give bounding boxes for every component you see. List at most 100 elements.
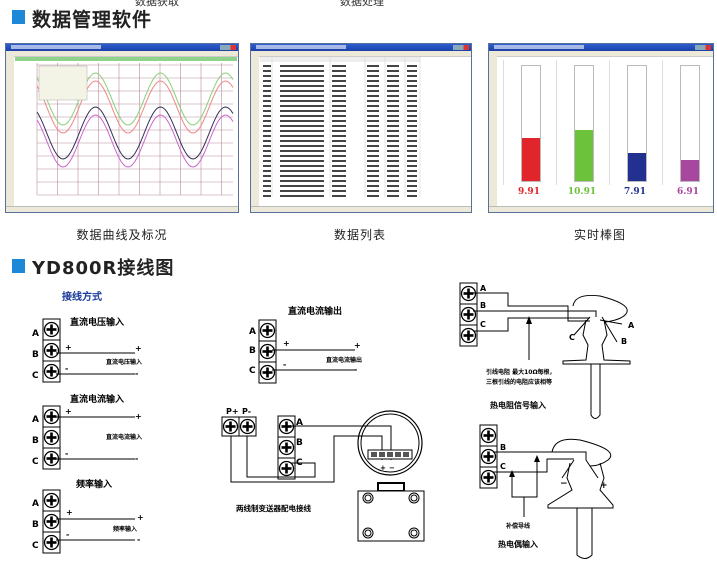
table-cell-text bbox=[367, 120, 379, 122]
table-cell-text bbox=[407, 120, 417, 122]
table-cell-text bbox=[332, 150, 346, 152]
terminal-label-c: C bbox=[500, 462, 506, 471]
table-cell-text bbox=[332, 85, 346, 87]
minus-sign: - bbox=[137, 535, 140, 544]
screenshot-data-list bbox=[250, 43, 472, 213]
table-cell-text bbox=[367, 195, 379, 197]
table-cell-text bbox=[332, 190, 346, 192]
table-cell-text bbox=[387, 100, 399, 102]
table-cell-text bbox=[407, 195, 417, 197]
table-cell-text bbox=[280, 195, 324, 197]
table-cell-text bbox=[280, 150, 324, 152]
terminal-label-a: A bbox=[32, 499, 39, 509]
table-cell-text bbox=[407, 130, 417, 132]
terminal-block-transmitter bbox=[278, 416, 295, 479]
plus-sign: + bbox=[354, 341, 361, 350]
minus-sign: - bbox=[354, 365, 357, 374]
table-cell-text bbox=[387, 75, 399, 77]
table-cell-text bbox=[280, 120, 324, 122]
table-cell-text bbox=[387, 120, 399, 122]
bar-gauge bbox=[503, 60, 544, 185]
plus-sign: + bbox=[135, 344, 142, 353]
table-cell-text bbox=[332, 110, 346, 112]
table-cell-text bbox=[263, 65, 271, 67]
table-cell-text bbox=[407, 65, 417, 67]
table-cell-text bbox=[332, 65, 346, 67]
curve-plot bbox=[15, 57, 237, 196]
minus-sign: - bbox=[135, 369, 138, 378]
bar-track bbox=[521, 65, 541, 182]
curve-line bbox=[36, 106, 234, 160]
table-cell-text bbox=[263, 75, 271, 77]
plus-sign: + bbox=[137, 513, 144, 522]
table-cell-text bbox=[263, 150, 271, 152]
table-cell-text bbox=[263, 80, 271, 82]
table-cell-text bbox=[332, 140, 346, 142]
terminal-block-rtd bbox=[460, 283, 477, 346]
table-cell-text bbox=[407, 185, 417, 187]
rtd-caption: 热电阻信号输入 bbox=[490, 400, 546, 410]
bar-fill bbox=[575, 130, 593, 181]
table-cell-text bbox=[280, 175, 324, 177]
curve-line bbox=[36, 114, 234, 168]
bar-value: 10.91 bbox=[567, 187, 597, 197]
section-bullet-icon bbox=[12, 10, 25, 24]
plus-sign: + bbox=[65, 407, 72, 416]
table-cell-text bbox=[332, 80, 346, 82]
screenshot-bar-chart: 9.91 10.91 7.91 6.91 bbox=[488, 43, 714, 213]
table-cell-text bbox=[280, 165, 324, 167]
table-cell-text bbox=[407, 145, 417, 147]
table-cell-text bbox=[332, 130, 346, 132]
table-cell-text bbox=[387, 170, 399, 172]
p-plus-label: P+ bbox=[226, 407, 239, 416]
table-cell-text bbox=[332, 135, 346, 137]
table-cell-text bbox=[407, 75, 417, 77]
table-cell-text bbox=[407, 100, 417, 102]
table-header bbox=[260, 57, 420, 62]
table-cell-text bbox=[280, 125, 324, 127]
table-cell-text bbox=[332, 165, 346, 167]
terminal-label-c: C bbox=[32, 541, 39, 551]
table-cell-text bbox=[367, 80, 379, 82]
caption-curves: 数据曲线及标况 bbox=[76, 228, 168, 242]
table-cell-text bbox=[280, 65, 324, 67]
table-cell-text bbox=[280, 90, 324, 92]
table-cell-text bbox=[332, 175, 346, 177]
bar-value: 9.91 bbox=[518, 187, 540, 197]
table-cell-text bbox=[407, 105, 417, 107]
terminal-label-b: B bbox=[249, 346, 256, 356]
terminal-block-dc-output bbox=[259, 320, 276, 383]
plus-sign: + bbox=[380, 464, 386, 472]
terminal-block-dc-current bbox=[43, 406, 60, 469]
table-cell-text bbox=[332, 115, 346, 117]
plus-sign: + bbox=[283, 339, 290, 348]
table-cell-text bbox=[367, 95, 379, 97]
probe-label-b: B bbox=[621, 337, 627, 346]
terminal-label-b: B bbox=[500, 443, 506, 452]
table-cell-text bbox=[263, 90, 271, 92]
minus-sign: − bbox=[560, 479, 568, 489]
minus-sign: − bbox=[389, 464, 395, 472]
section-title-wiring: YD800R接线图 bbox=[32, 258, 175, 279]
p-minus-label: P- bbox=[242, 407, 251, 416]
terminal-label-b: B bbox=[480, 301, 486, 310]
terminal-p-plus bbox=[222, 418, 239, 435]
table-cell-text bbox=[332, 120, 346, 122]
table-cell-text bbox=[367, 185, 379, 187]
bar-value: 6.91 bbox=[677, 187, 699, 197]
table-cell-text bbox=[280, 145, 324, 147]
bar-gauge bbox=[662, 60, 703, 185]
table-cell-text bbox=[263, 185, 271, 187]
terminal-label-b: B bbox=[296, 438, 303, 448]
table-cell-text bbox=[263, 175, 271, 177]
terminal-block-frequency bbox=[43, 490, 60, 553]
bar-value: 7.91 bbox=[624, 187, 646, 197]
table-cell-text bbox=[332, 100, 346, 102]
minus-sign: - bbox=[135, 454, 138, 463]
table-cell-text bbox=[280, 160, 324, 162]
progress-strip bbox=[15, 57, 237, 61]
table-cell-text bbox=[263, 125, 271, 127]
table-cell-text bbox=[263, 110, 271, 112]
terminal-label-a: A bbox=[296, 418, 303, 428]
